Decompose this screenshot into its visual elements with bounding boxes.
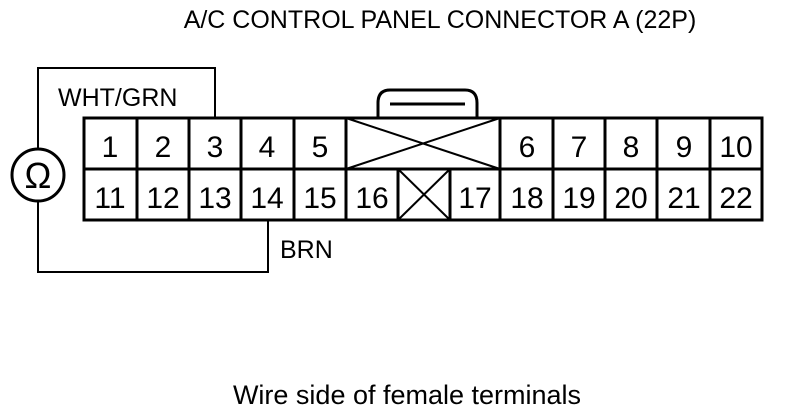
terminal-5: 5 (312, 131, 329, 164)
probe-wires (37, 67, 269, 273)
terminal-3: 3 (207, 131, 224, 164)
terminal-22: 22 (719, 182, 752, 215)
wire-bottom-path (37, 200, 269, 273)
terminal-15: 15 (303, 182, 336, 215)
terminal-row-bottom: 11 12 13 14 15 16 17 18 19 20 21 22 (94, 182, 752, 215)
terminal-10: 10 (719, 131, 752, 164)
terminal-8: 8 (623, 131, 640, 164)
terminal-13: 13 (198, 182, 231, 215)
ohmmeter-icon: Ω (10, 147, 66, 203)
connector-body (82, 116, 764, 222)
terminal-7: 7 (571, 131, 588, 164)
terminal-18: 18 (510, 182, 543, 215)
terminal-19: 19 (562, 182, 595, 215)
terminal-6: 6 (519, 131, 536, 164)
terminal-20: 20 (614, 182, 647, 215)
terminal-12: 12 (146, 182, 179, 215)
terminal-11: 11 (94, 182, 125, 215)
terminal-16: 16 (355, 182, 388, 215)
connector-lock-tab (376, 88, 479, 118)
terminal-17: 17 (458, 182, 491, 215)
terminal-4: 4 (259, 131, 276, 164)
terminal-row-top: 1 2 3 4 5 6 7 8 9 10 (102, 131, 753, 164)
terminal-2: 2 (155, 131, 172, 164)
diagram-title: A/C CONTROL PANEL CONNECTOR A (22P) (184, 6, 697, 34)
terminal-21: 21 (667, 182, 700, 215)
terminal-9: 9 (676, 131, 693, 164)
terminal-14: 14 (250, 182, 283, 215)
ohm-symbol: Ω (25, 155, 52, 196)
wire-label-brn: BRN (280, 236, 333, 264)
wire-top-path (37, 67, 216, 150)
terminal-1: 1 (102, 131, 119, 164)
wire-label-wht-grn: WHT/GRN (58, 84, 177, 112)
diagram-caption: Wire side of female terminals (233, 380, 581, 410)
